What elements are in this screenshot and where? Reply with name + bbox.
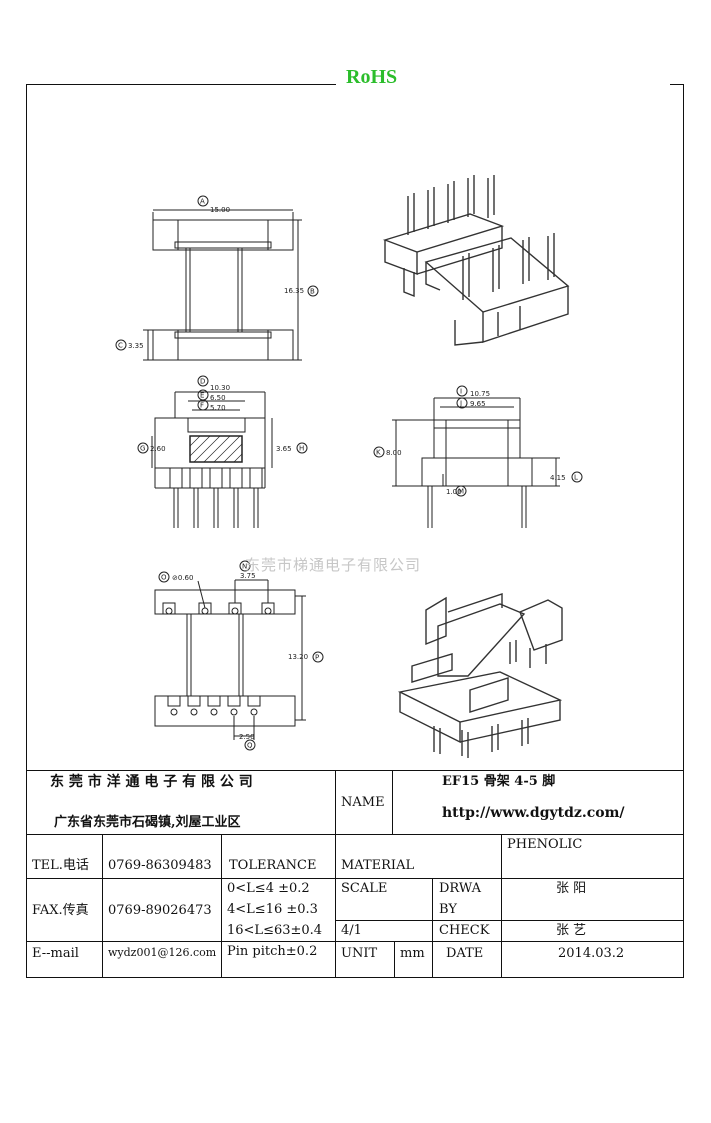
svg-text:J: J [459, 400, 462, 408]
front-view [151, 391, 273, 528]
svg-text:D: D [200, 378, 205, 386]
product-name: EF15 骨架 4-5 脚 [442, 774, 556, 789]
dim-e: 6.50 [210, 394, 226, 402]
frame-top-right [670, 84, 684, 85]
watermark: 东莞市梯通电子有限公司 [245, 556, 422, 574]
dim-h: 3.65 [276, 445, 292, 453]
dim-q: 2.50 [239, 733, 255, 741]
material-label: MATERIAL [341, 858, 415, 873]
check-label: CHECK [439, 923, 490, 938]
drawn-label-1: DRWA [439, 881, 482, 896]
tolerance-row-3: 16<L≤63±0.4 [227, 923, 323, 938]
svg-text:P: P [315, 654, 319, 662]
date-value: 2014.03.2 [558, 946, 625, 961]
date-label: DATE [446, 946, 484, 961]
svg-text:G: G [140, 445, 145, 453]
svg-text:K: K [376, 449, 381, 457]
svg-text:N: N [242, 563, 247, 571]
dim-k: 8.00 [386, 449, 402, 457]
website: http://www.dgytdz.com/ [442, 805, 625, 821]
rohs-mark: RoHS [346, 66, 398, 88]
unit-value: mm [400, 946, 425, 961]
frame-top-left [26, 84, 336, 85]
unit-label: UNIT [341, 946, 378, 961]
dim-p: 13.20 [288, 653, 308, 661]
scale-value: 4/1 [341, 923, 362, 938]
frame-right [683, 84, 684, 977]
svg-text:M: M [458, 488, 464, 496]
svg-text:C: C [118, 342, 123, 350]
dim-c: 3.35 [128, 342, 144, 350]
name-label: NAME [341, 795, 385, 810]
dim-m: 1.00 [446, 488, 462, 496]
material-value: PHENOLIC [507, 837, 583, 852]
dim-n: 3.75 [240, 572, 256, 580]
tolerance-row-2: 4<L≤16 ±0.3 [227, 902, 318, 917]
svg-text:E: E [200, 392, 204, 400]
tolerance-row-4: Pin pitch±0.2 [227, 944, 318, 959]
dim-i: 10.75 [470, 390, 490, 398]
dim-l: 4.15 [550, 474, 566, 482]
email-value: wydz001@126.com [108, 946, 217, 959]
drawn-value: 张 阳 [556, 881, 587, 896]
fax-label: FAX.传真 [32, 903, 89, 918]
scale-label: SCALE [341, 881, 388, 896]
check-value: 张 艺 [556, 923, 587, 938]
tel-value: 0769-86309483 [108, 858, 212, 873]
circle-labels [115, 195, 583, 751]
frame-left [26, 84, 27, 977]
iso-view-top [382, 175, 570, 346]
tel-label: TEL.电话 [32, 858, 89, 873]
svg-text:Q: Q [247, 742, 253, 750]
tolerance-label: TOLERANCE [229, 858, 317, 873]
side-view [392, 397, 560, 528]
svg-text:O: O [161, 574, 167, 582]
svg-text:A: A [200, 198, 205, 206]
dim-j: 9.65 [470, 400, 486, 408]
dim-f: 5.70 [210, 404, 226, 412]
bottom-view [154, 579, 306, 740]
svg-text:L: L [574, 474, 578, 482]
dim-o: ⊘0.60 [172, 574, 193, 582]
company-name: 东 莞 市 洋 通 电 子 有 限 公 司 [50, 774, 253, 790]
iso-view-bottom [397, 593, 563, 758]
svg-text:H: H [299, 445, 304, 453]
svg-text:F: F [200, 402, 204, 410]
dim-b: 16.35 [284, 287, 304, 295]
dim-g: 2.60 [150, 445, 166, 453]
svg-text:I: I [460, 388, 462, 396]
dim-a: 15.00 [210, 206, 230, 214]
fax-value: 0769-89026473 [108, 903, 212, 918]
front-view-hatch [189, 435, 243, 463]
dim-d: 10.30 [210, 384, 230, 392]
email-label: E--mail [32, 946, 79, 961]
company-address: 广东省东莞市石碣镇,刘屋工业区 [54, 815, 241, 830]
top-view [143, 209, 302, 361]
drawn-label-2: BY [439, 902, 457, 917]
technical-drawing: A 15.00 B 16.35 C 3.35 D 10.30 E 6.50 F … [115, 175, 583, 758]
tolerance-row-1: 0<L≤4 ±0.2 [227, 881, 310, 896]
svg-text:B: B [310, 288, 315, 296]
